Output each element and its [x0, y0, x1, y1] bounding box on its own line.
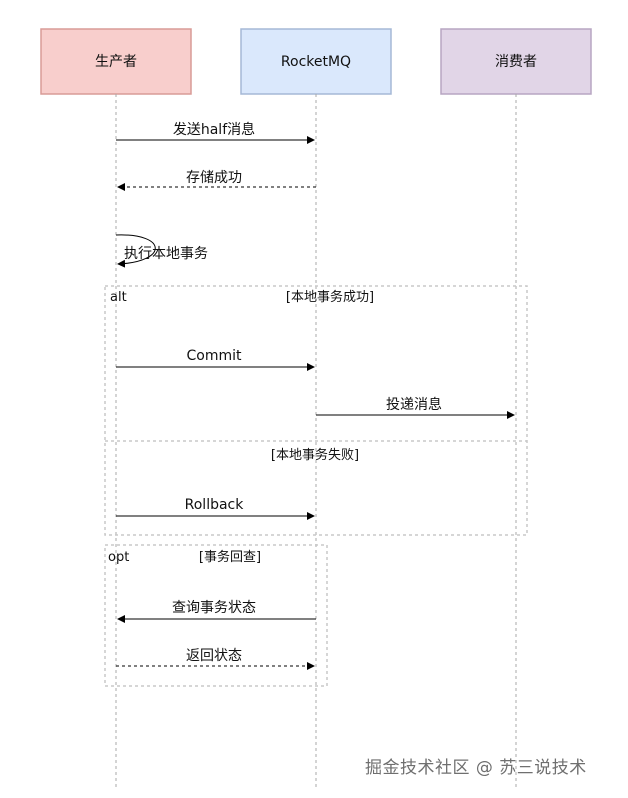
- alt-frame-label: alt: [110, 290, 127, 305]
- alt-condition-failure: [本地事务失败]: [271, 447, 359, 463]
- watermark-text: 掘金技术社区 @ 苏三说技术: [365, 758, 587, 778]
- opt-condition: [事务回查]: [199, 549, 261, 565]
- msg-query-status-label: 查询事务状态: [172, 600, 256, 616]
- msg-deliver-label: 投递消息: [386, 396, 442, 413]
- opt-frame-label: opt: [108, 550, 129, 565]
- msg-store-ok-label: 存储成功: [186, 170, 242, 186]
- participant-rocketmq-label: RocketMQ: [281, 54, 351, 70]
- msg-commit-label: Commit: [187, 348, 243, 364]
- msg-return-status-label: 返回状态: [186, 648, 242, 664]
- alt-condition-success: [本地事务成功]: [286, 289, 374, 305]
- msg-exec-local-arrow: [115, 234, 156, 268]
- msg-exec-local-label: 执行本地事务: [124, 246, 208, 262]
- participant-producer-box: [40, 28, 192, 95]
- msg-send-half-label: 发送half消息: [173, 121, 255, 138]
- alt-frame: [104, 285, 528, 536]
- participant-consumer-label: 消费者: [495, 54, 537, 70]
- participant-producer-label: 生产者: [95, 54, 137, 70]
- participant-consumer-box: [440, 28, 592, 95]
- msg-rollback-label: Rollback: [185, 497, 245, 513]
- participant-rocketmq-box: [240, 28, 392, 95]
- opt-frame: [104, 544, 328, 687]
